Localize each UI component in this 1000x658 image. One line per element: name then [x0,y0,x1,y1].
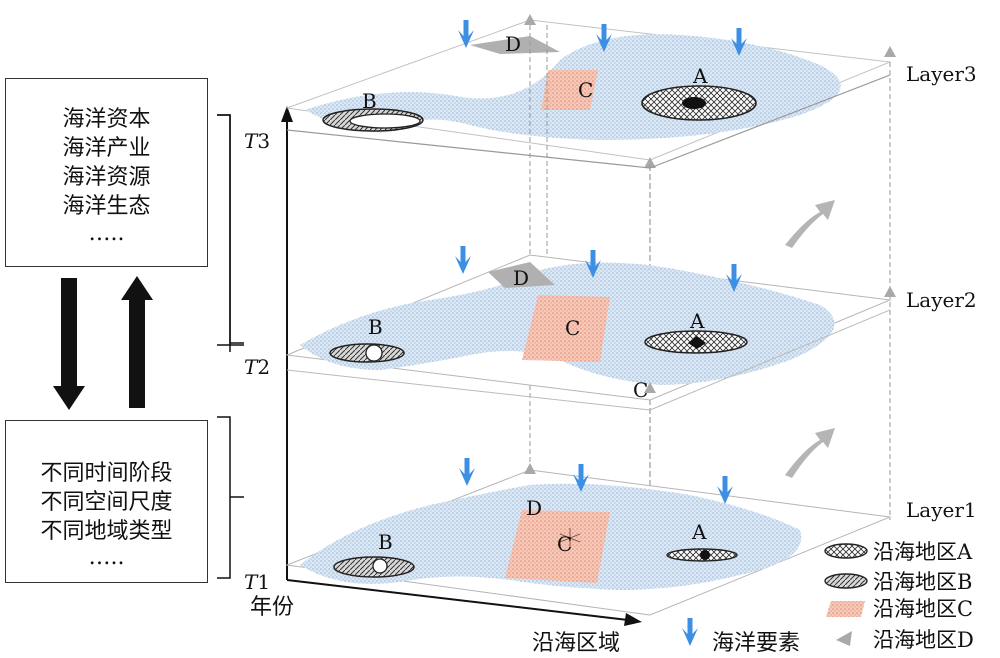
time-tick-t1: T1 [244,570,270,594]
triangle-icon [884,286,896,297]
dimension-item: 不同时间阶段 [40,461,173,486]
ellipse-hatch-icon [824,573,868,589]
dimension-box: 不同时间阶段 不同空间尺度 不同地域类型 ….. [5,420,208,583]
trend-arrow-icon [785,200,835,248]
dimension-item: 不同空间尺度 [40,490,173,515]
trend-arrow-icon [785,428,835,478]
dimension-item: ….. [88,545,125,570]
layer-1 [285,469,892,616]
region-a-label: A [692,64,708,88]
y-axis-arrow-icon [281,106,293,122]
region-d-label: D [505,32,521,56]
time-tick-t2: T2 [244,355,270,379]
triangle-icon [524,14,536,25]
region-c-label: C [557,532,572,556]
marine-factor-label: 海洋要素 [712,631,800,656]
marine-factor-icon [682,618,698,646]
region-a-label: A [691,520,707,544]
up-arrow-icon [121,276,153,408]
factor-item: 海洋资源 [62,165,151,190]
region-c-corner-label: C [633,378,648,402]
triangle-icon [644,382,656,393]
region-a-label: A [689,309,705,333]
factor-item: ….. [88,221,125,246]
triangle-icon [644,157,656,168]
layer-label: Layer1 [906,498,977,522]
legend-label: 沿海地区B [873,570,972,594]
region-b-label: B [368,315,383,339]
dimension-item: 不同地域类型 [40,519,173,544]
legend-label: 沿海地区C [873,597,973,621]
legend-label: 沿海地区A [873,540,973,564]
layer-label: Layer3 [906,62,977,86]
region-c-label: C [565,316,580,340]
factor-item: 海洋生态 [62,194,151,219]
time-tick-t3: T3 [244,129,270,153]
region-c-label: C [578,78,593,102]
factor-item: 海洋资本 [62,107,151,132]
triangle-icon [884,46,896,57]
triangle-icon [524,463,536,474]
region-b-label: B [378,530,393,554]
gray-triangle-icon [836,631,852,646]
factor-item: 海洋产业 [62,136,151,161]
layer-label: Layer2 [906,288,977,312]
layer-2 [285,254,892,401]
region-b-label: B [362,89,377,113]
factor-box: 海洋资本 海洋产业 海洋资源 海洋生态 ….. [5,78,208,267]
region-d-label: D [526,496,542,520]
dotted-parallelogram-icon [826,601,865,617]
brace-icon [217,416,244,579]
region-d-label: D [513,266,529,290]
down-arrow-icon [53,278,85,410]
y-axis-label: 年份 [250,595,294,620]
x-axis-label: 沿海区域 [532,631,620,656]
legend-label: 沿海地区D [873,628,974,652]
x-axis-arrow-icon [624,613,642,626]
ellipse-crosshatch-icon [824,543,868,559]
